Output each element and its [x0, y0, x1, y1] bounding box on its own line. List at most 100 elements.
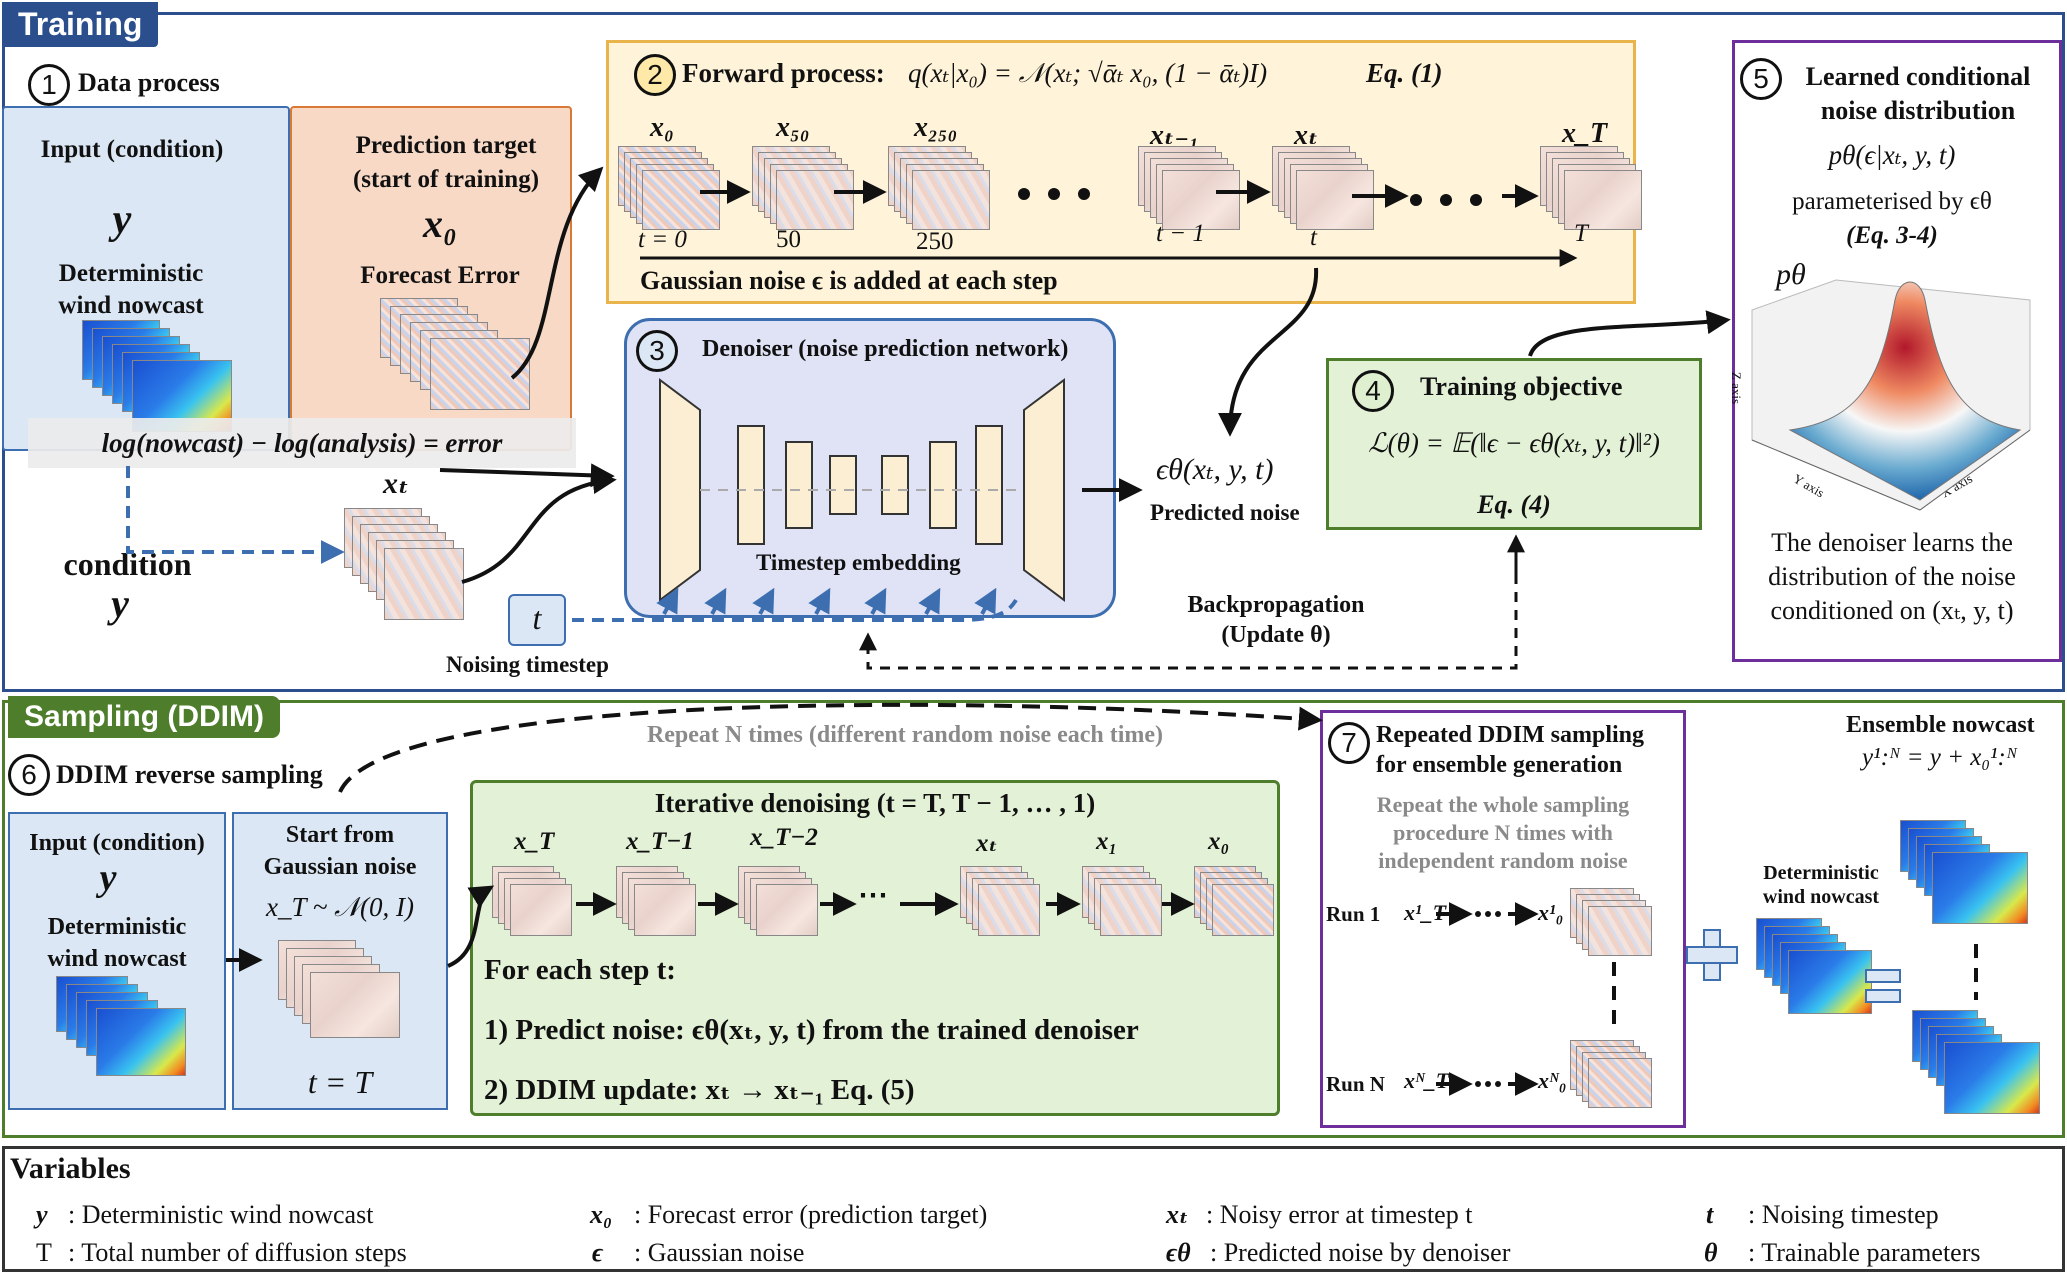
ensemble-desc-1: Repeat the whole sampling: [1376, 792, 1630, 817]
dist-title-1: Learned conditional: [1805, 62, 2031, 91]
var-x0-desc: : Forecast error (prediction target): [634, 1200, 988, 1229]
det-nowcast-2: wind nowcast: [1762, 886, 1880, 908]
step1-title: Data process: [78, 68, 220, 97]
step2-number: 2: [634, 54, 676, 96]
t-symbol: t: [532, 600, 542, 636]
iter-label-xt: xₜ: [976, 830, 998, 857]
run1-label: Run 1: [1326, 902, 1381, 926]
forward-formula: q(xₜ|x₀) = 𝒩(xₜ; √ᾱₜ x₀, (1 − ᾱₜ)I): [908, 58, 1268, 88]
dist-formula: pθ(ϵ|xₜ, y, t): [1828, 140, 1956, 170]
stage-label-x250: x₂₅₀: [914, 112, 958, 143]
p-theta-label: pθ: [1776, 258, 1806, 291]
denoiser-title: Denoiser (noise prediction network): [702, 336, 1069, 362]
ensemble-desc-2: procedure N times with: [1393, 820, 1613, 845]
run1-to: x¹₀: [1538, 900, 1564, 925]
step3-number: 3: [636, 330, 678, 372]
timestep-embedding-label: Timestep embedding: [756, 550, 961, 575]
forward-title: Forward process:: [682, 58, 885, 88]
sampling-input-title: Input (condition): [29, 830, 205, 856]
input-desc-1: Deterministic: [58, 260, 204, 287]
var-x0-sym: x₀: [590, 1200, 613, 1229]
xt-label-training: xₜ: [383, 467, 410, 500]
var-t-sym: t: [1706, 1200, 1714, 1229]
start-label-1: Start from: [285, 822, 395, 848]
training-tag: Training: [2, 2, 159, 47]
det-nowcast-1: Deterministic: [1763, 862, 1879, 884]
objective-eq: Eq. (4): [1477, 490, 1551, 519]
var-epstheta-sym: ϵθ: [1166, 1238, 1191, 1267]
dist-param: parameterised by ϵθ: [1792, 188, 1992, 215]
ddim-title: DDIM reverse sampling: [56, 760, 323, 789]
error-equation: log(nowcast) − log(analysis) = error: [101, 428, 503, 458]
var-xt-desc: : Noisy error at timestep t: [1206, 1200, 1473, 1229]
target-title-2: (start of training): [352, 166, 540, 193]
z-axis-label: Z axis: [1729, 371, 1745, 405]
target-title-1: Prediction target: [355, 132, 537, 159]
sampling-input-desc-2: wind nowcast: [47, 946, 187, 972]
sampling-section: [2, 700, 2065, 1138]
iterative-title: Iterative denoising (t = T, T − 1, … , 1…: [654, 788, 1096, 818]
input-condition-title: Input (condition): [40, 136, 224, 163]
start-label-2: Gaussian noise: [263, 854, 417, 880]
predict-noise-line: 1) Predict noise: ϵθ(xₜ, y, t) from the …: [484, 1014, 1139, 1046]
for-each-step: For each step t:: [484, 954, 676, 986]
stage-tick-t-1: t − 1: [1156, 220, 1205, 247]
runN-to: xᴺ₀: [1538, 1068, 1567, 1093]
var-xt-sym: xₜ: [1166, 1200, 1189, 1229]
var-theta-desc: : Trainable parameters: [1748, 1238, 1981, 1267]
var-theta-sym: θ: [1704, 1238, 1718, 1267]
repeat-label: Repeat N times (different random noise e…: [646, 722, 1164, 748]
t-symbol-box: [508, 594, 566, 646]
objective-title: Training objective: [1420, 372, 1623, 401]
step6-number: 6: [8, 754, 50, 796]
iter-dots: ⋯: [858, 879, 888, 912]
step7-number: 7: [1328, 722, 1370, 764]
ddim-update-line: 2) DDIM update: xₜ → xₜ₋₁ Eq. (5): [484, 1074, 915, 1106]
condition-label-1: condition: [63, 546, 192, 582]
stage-tick-0: t = 0: [638, 226, 687, 253]
stage-label-xT: x_T: [1562, 118, 1608, 149]
forward-eq: Eq. (1): [1366, 58, 1443, 88]
start-t: t = T: [307, 1064, 373, 1100]
ensemble-nowcast-formula: y¹:ᴺ = y + x₀¹:ᴺ: [1862, 744, 2018, 771]
noising-timestep-label: Noising timestep: [446, 652, 609, 677]
stage-label-xt: xₜ: [1294, 120, 1319, 151]
step1-number: 1: [28, 64, 70, 106]
predicted-noise-label: Predicted noise: [1150, 500, 1300, 525]
iter-label-xT: x_T: [514, 828, 555, 855]
iter-label-x0: x₀: [1208, 828, 1230, 855]
var-eps-sym: ϵ: [592, 1238, 604, 1267]
input-desc-2: wind nowcast: [58, 292, 204, 319]
sampling-tag: Sampling (DDIM): [8, 696, 280, 738]
stage-tick-50: 50: [776, 226, 801, 253]
condition-label-2: y: [111, 581, 129, 626]
stage-label-xt-1: xₜ₋₁: [1150, 120, 1199, 151]
dist-eq: (Eq. 3-4): [1846, 222, 1938, 249]
stage-tick-250: 250: [916, 228, 954, 255]
iter-label-xT-2: x_T−2: [750, 824, 818, 851]
step4-number: 4: [1352, 370, 1394, 412]
forward-note: Gaussian noise ϵ is added at each step: [640, 266, 1058, 295]
stage-tick-t: t: [1310, 224, 1317, 251]
runN-from: xᴺ_T: [1404, 1068, 1450, 1093]
var-t-desc: : Noising timestep: [1748, 1200, 1939, 1229]
ensemble-generation-box: [1320, 710, 1686, 1128]
iterative-denoising-box: [470, 780, 1280, 1116]
iter-label-xT-1: x_T−1: [626, 828, 694, 855]
var-T-sym: T: [36, 1238, 52, 1267]
sampling-input-box: [8, 812, 226, 1110]
target-symbol: x₀: [423, 201, 457, 246]
error-equation-strip: [28, 418, 576, 468]
ensemble-desc-3: independent random noise: [1378, 848, 1628, 873]
dist-desc-3: conditioned on (xₜ, y, t): [1770, 596, 2014, 625]
ensemble-title-2: for ensemble generation: [1376, 752, 1623, 778]
var-eps-desc: : Gaussian noise: [634, 1238, 805, 1267]
runN-label: Run N: [1326, 1072, 1385, 1096]
var-y-sym: y: [36, 1200, 48, 1229]
variables-title: Variables: [10, 1152, 131, 1185]
backprop-label-1: Backpropagation: [1187, 592, 1365, 618]
ensemble-nowcast-title: Ensemble nowcast: [1846, 712, 2035, 738]
var-T-desc: : Total number of diffusion steps: [68, 1238, 407, 1267]
variables-section: [2, 1146, 2065, 1272]
input-symbol: y: [112, 197, 132, 243]
